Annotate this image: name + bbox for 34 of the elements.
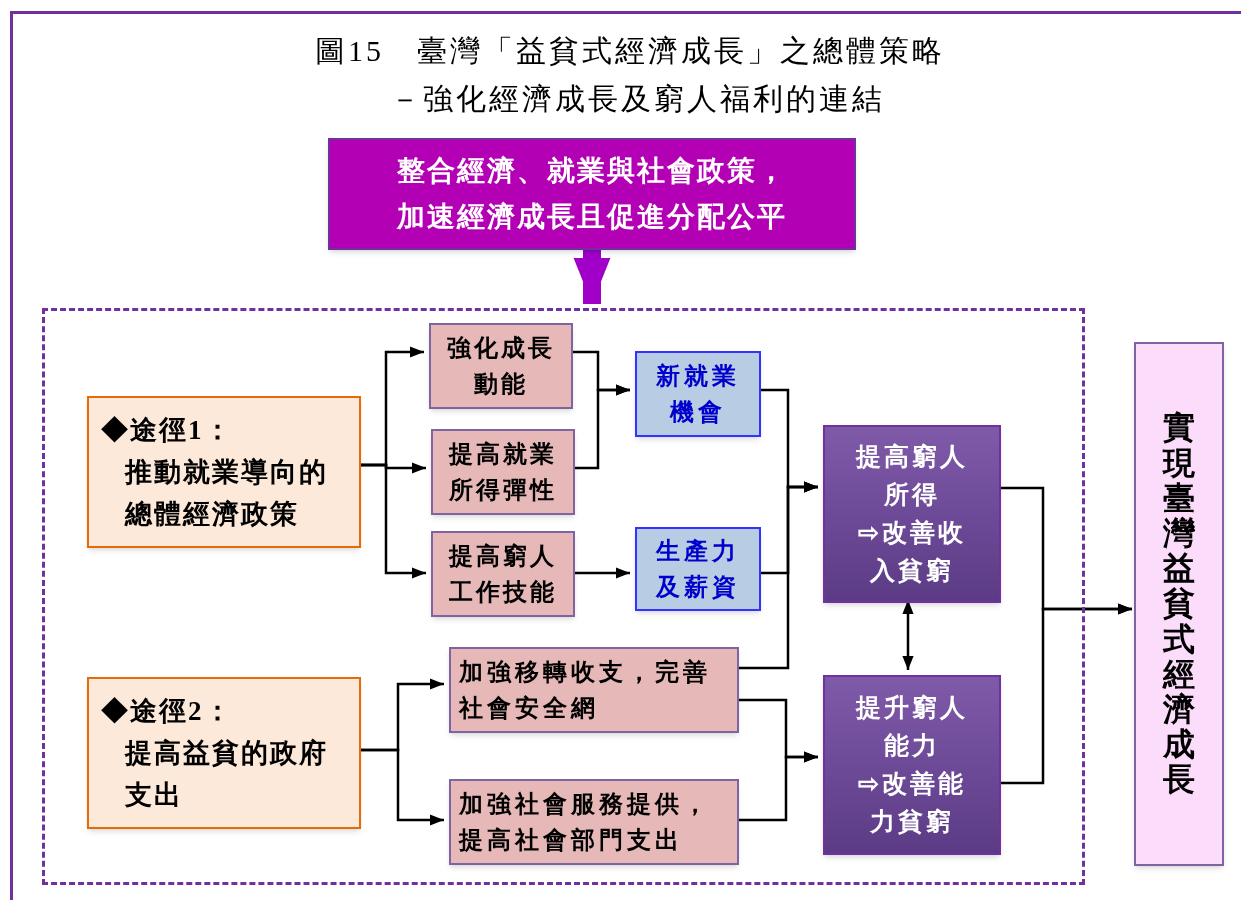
pathway-box	[87, 396, 361, 548]
goal-box	[1134, 342, 1224, 866]
pathway-heading: ◆途徑1：	[101, 414, 234, 447]
measure-box	[431, 531, 575, 617]
node-text: 提升窮人能力	[854, 693, 969, 761]
measure-box	[431, 429, 575, 515]
node-text: 提高就業所得彈性	[447, 440, 558, 505]
node-text: 加強移轉收支，完善社會安全網	[459, 658, 712, 723]
node-text: 生產力及薪資	[654, 537, 741, 602]
node-text: ⇨改善收入貧窮	[857, 518, 967, 586]
arrow	[573, 250, 611, 304]
policy-banner	[328, 138, 856, 250]
node-text: 強化成長動能	[446, 334, 556, 399]
outcome-box	[635, 351, 761, 437]
node-text: 加強社會服務提供，提高社會部門支出	[459, 790, 712, 855]
dashed-group-frame	[42, 308, 1085, 885]
node-text: 提高益貧的政府支出	[123, 737, 329, 812]
diagram-subtitle: －強化經濟成長及窮人福利的連結	[390, 81, 886, 117]
diagram-title: 圖15 臺灣「益貧式經濟成長」之總體策略	[314, 33, 946, 69]
measure-box	[449, 779, 739, 865]
measure-box	[429, 323, 573, 409]
result-box	[823, 425, 1001, 603]
result-box	[823, 675, 1001, 855]
pathway-heading: ◆途徑2：	[101, 695, 234, 728]
measure-box	[449, 647, 739, 733]
node-text: 提高窮人所得	[854, 442, 969, 510]
pathway-box	[87, 677, 361, 829]
node-text: 新就業機會	[655, 362, 741, 427]
node-text: 提高窮人工作技能	[447, 542, 558, 607]
node-text: 實現臺灣益貧式經濟成長	[1163, 410, 1195, 798]
node-text: 推動就業導向的總體經濟政策	[123, 456, 329, 531]
node-text: ⇨改善能力貧窮	[857, 769, 967, 837]
outcome-box	[635, 527, 761, 611]
node-text: 整合經濟、就業與社會政策，加速經濟成長且促進分配公平	[395, 154, 788, 234]
